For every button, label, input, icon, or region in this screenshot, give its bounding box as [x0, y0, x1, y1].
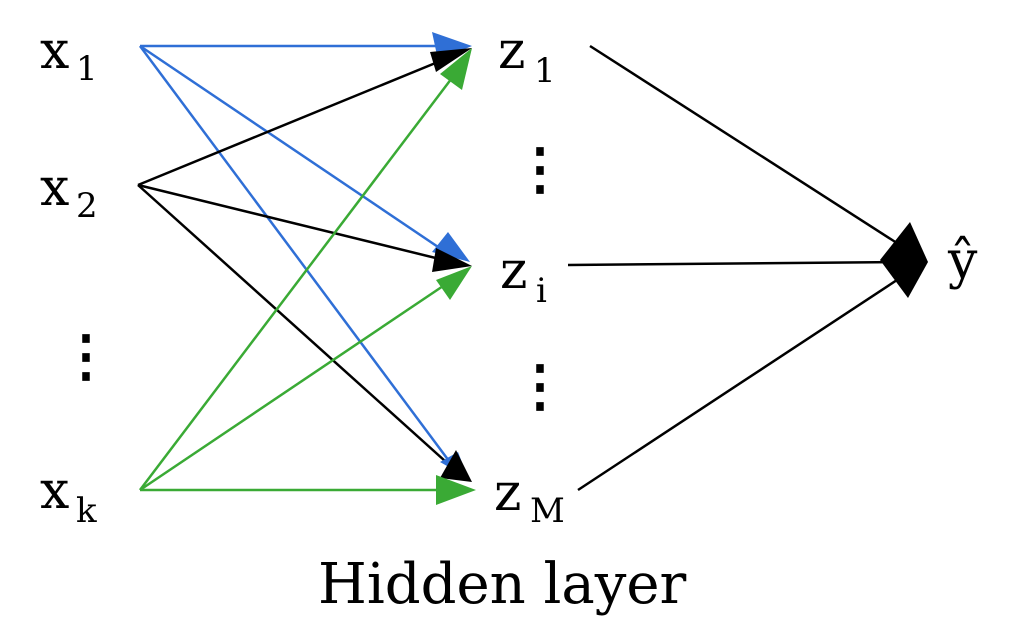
hidden-zM-sub: M [530, 491, 565, 531]
hidden-ellipsis-lower: ⋮ [512, 353, 568, 419]
arrowhead-x2-z1 [430, 48, 472, 72]
hidden-zi-base: z [500, 241, 527, 301]
arrowheads [430, 32, 928, 505]
edge-x1-zM [138, 45, 454, 466]
hidden-zi-sub: i [536, 271, 547, 311]
input-xk-base: x [40, 461, 69, 521]
edge-zM-y [577, 276, 901, 492]
hidden-z1-sub: 1 [534, 51, 556, 91]
arrowhead-xk-zM [436, 475, 476, 505]
input-x2-sub: 2 [76, 186, 98, 226]
edge-xk-zi [139, 276, 456, 492]
hidden-ellipsis-upper: ⋮ [512, 136, 568, 202]
input-ellipsis: ⋮ [58, 323, 114, 389]
input-x2-base: x [40, 158, 69, 218]
input-xk-sub: k [76, 491, 97, 531]
arrowhead-x2-zi [432, 248, 472, 272]
arrowhead-xk-z1 [440, 48, 472, 90]
edge-zi-y [567, 260, 901, 267]
input-layer: x 1 x 2 ⋮ x k [40, 21, 114, 531]
connection-lines [137, 44, 901, 492]
output-y-hat: ŷ [947, 231, 978, 291]
edge-z1-y [589, 44, 901, 247]
edge-xk-z1 [139, 69, 459, 491]
hidden-z1-base: z [498, 21, 525, 81]
input-x1-sub: 1 [76, 49, 98, 89]
arrowhead-x2-zM [440, 450, 472, 482]
hidden-zM-base: z [494, 463, 521, 523]
output-node-arrowhead [880, 222, 928, 298]
edge-x1-zi [139, 44, 451, 257]
hidden-layer-caption: Hidden layer [318, 552, 687, 617]
input-x1-base: x [40, 21, 69, 81]
edge-x2-z1 [137, 53, 456, 187]
hidden-layer: z 1 ⋮ z i ⋮ z M [494, 21, 568, 531]
edge-x2-zi [137, 183, 453, 264]
edge-x2-zM [137, 184, 456, 471]
arrowhead-xk-zi [436, 266, 472, 300]
